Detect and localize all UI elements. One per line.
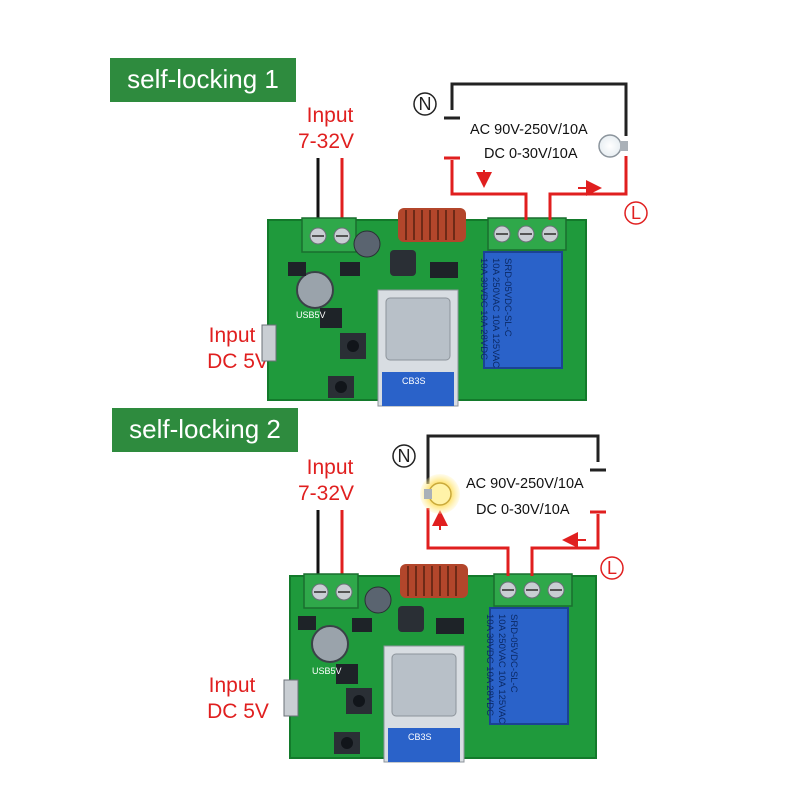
panel-1-input-high-line1: Input <box>307 104 354 127</box>
panel-1-capacitor <box>296 271 334 309</box>
panel-1-neutral-wire <box>450 82 628 136</box>
panel-2-usb-label: USB5V <box>312 666 342 676</box>
panel-2-neutral-icon <box>392 444 416 468</box>
panel-2-live-label: L <box>607 558 617 578</box>
panel-1-neutral-icon <box>413 92 437 116</box>
panel-1-title-tag <box>110 58 296 102</box>
panel-2-relay-line1: SRD-05VDC-SL-C <box>508 614 519 693</box>
panel-1-module-antenna <box>382 372 454 406</box>
panel-2-live-wire <box>530 514 600 576</box>
panel-2-live-icon <box>600 556 624 580</box>
panel-1-relay-line2: 10A 250VAC 10A 125VAC <box>490 258 501 368</box>
panel-2-title: self-locking 2 <box>129 414 281 444</box>
panel-1-relay-line3: 10A 30VDC 10A 28VDC <box>478 258 489 360</box>
panel-2-antenna-coil <box>400 564 468 598</box>
panel-1-input-high-line2: 7-32V <box>298 130 354 153</box>
panel-1-input-low-line1: Input <box>209 324 256 347</box>
panel-2-input-high-line2: 7-32V <box>298 482 354 505</box>
panel-2-input-high-line1: Input <box>307 456 354 479</box>
panel-2-inductor <box>398 606 424 632</box>
panel-1-usb-port <box>261 324 277 362</box>
panel-1-relay-line1: SRD-05VDC-SL-C <box>502 258 513 337</box>
panel-2-neutral-wire <box>426 434 600 484</box>
panel-2-relay-line2: 10A 250VAC 10A 125VAC <box>496 614 507 724</box>
panel-2-module-label: CB3S <box>408 732 432 742</box>
panel-2-load-line2: DC 0-30V/10A <box>476 502 570 518</box>
panel-1-load-wire <box>450 160 528 220</box>
panel-2-module-antenna <box>388 728 460 762</box>
panel-1-module-label: CB3S <box>402 376 426 386</box>
panel-2-title-tag <box>112 408 298 452</box>
panel-2: self-locking 2 Input 7-32V Input DC 5V U… <box>112 408 624 763</box>
panel-1-live-icon <box>624 201 648 225</box>
panel-1-neutral-label: N <box>419 94 432 114</box>
panel-2-capacitor-small <box>364 586 392 614</box>
panel-1-inductor <box>390 250 416 276</box>
panel-2-relay <box>489 607 569 725</box>
panel-1-relay <box>483 251 563 369</box>
panel-2-relay-line3: 10A 30VDC 10A 28VDC <box>484 614 495 716</box>
panel-2-input-low-line2: DC 5V <box>207 700 269 723</box>
panel-2-load-line1: AC 90V-250V/10A <box>466 476 584 492</box>
panel-1-bulb-icon <box>598 134 622 158</box>
panel-1-capacitor-small <box>353 230 381 258</box>
panel-1-title: self-locking 1 <box>127 64 279 94</box>
panel-1-input-low-line2: DC 5V <box>207 350 269 373</box>
panel-2-input-low-line1: Input <box>209 674 256 697</box>
panel-2-usb-port <box>283 679 299 717</box>
panel-2-bulb-icon <box>428 482 452 506</box>
panel-2-capacitor <box>311 625 349 663</box>
panel-1: self-locking 1 Input 7-32V Input DC 5V <box>110 58 648 407</box>
panel-1-live-label: L <box>631 203 641 223</box>
panel-2-load-wire <box>426 508 510 576</box>
panel-1-usb-label: USB5V <box>296 310 326 320</box>
panel-1-load-line1: AC 90V-250V/10A <box>470 122 588 138</box>
panel-1-antenna-coil <box>398 208 466 242</box>
panel-1-load-line2: DC 0-30V/10A <box>484 146 578 162</box>
panel-2-neutral-label: N <box>398 446 411 466</box>
